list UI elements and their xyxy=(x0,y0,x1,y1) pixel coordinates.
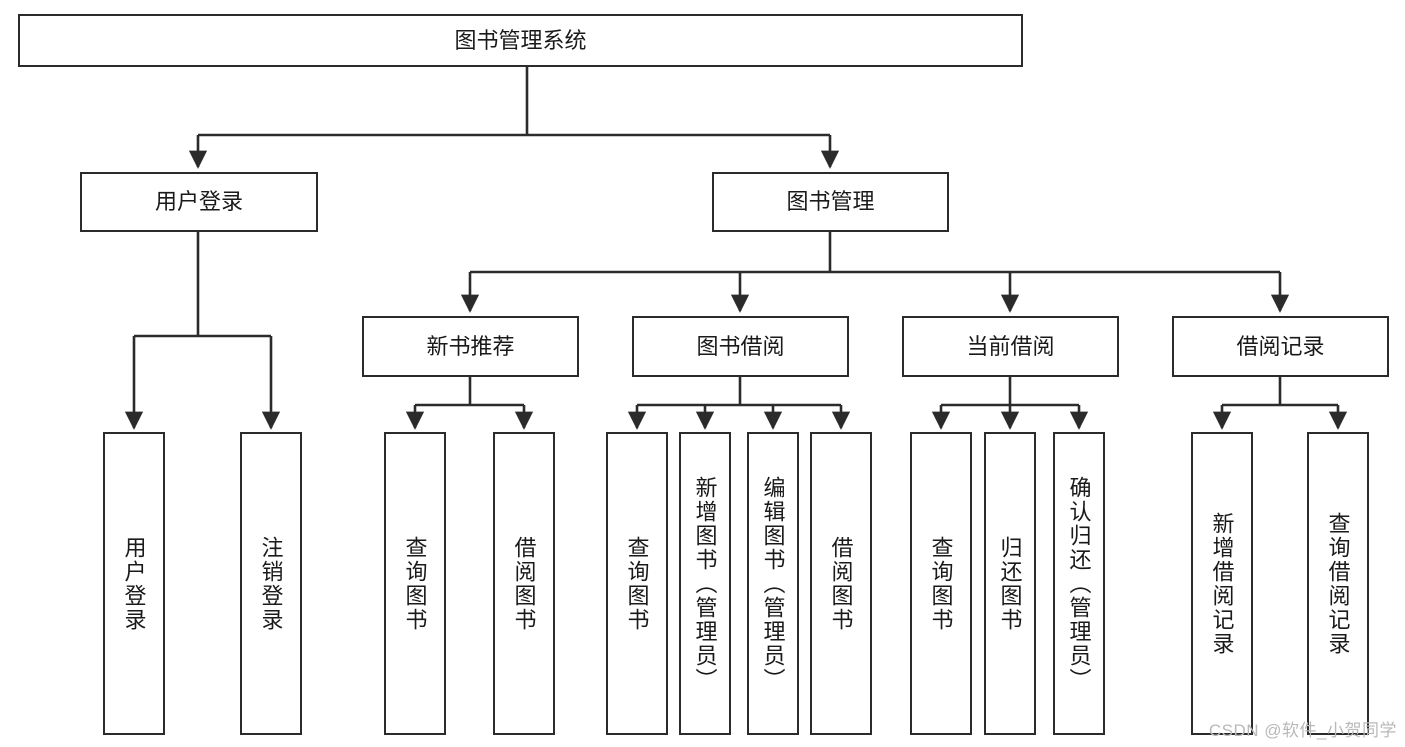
node-current-borrow-label: 当前借阅 xyxy=(966,333,1055,359)
node-leaf-query-book-1-label: 查询图书 xyxy=(402,535,428,632)
node-user-login[interactable]: 用户登录 xyxy=(80,172,318,232)
node-leaf-confirm-return-label: 确认归还（管理员） xyxy=(1066,475,1092,692)
node-leaf-logout-label: 注销登录 xyxy=(258,535,284,632)
node-book-borrow-label: 图书借阅 xyxy=(696,333,785,359)
node-leaf-query-book-2-label: 查询图书 xyxy=(624,535,650,632)
node-leaf-edit-book-label: 编辑图书（管理员） xyxy=(760,475,786,692)
node-book-manage[interactable]: 图书管理 xyxy=(712,172,949,232)
node-leaf-query-record[interactable]: 查询借阅记录 xyxy=(1307,432,1369,735)
node-leaf-query-book-3-label: 查询图书 xyxy=(928,535,954,632)
node-borrow-record[interactable]: 借阅记录 xyxy=(1172,316,1389,377)
node-leaf-edit-book[interactable]: 编辑图书（管理员） xyxy=(747,432,799,735)
node-leaf-borrow-book-1[interactable]: 借阅图书 xyxy=(493,432,555,735)
node-leaf-logout[interactable]: 注销登录 xyxy=(240,432,302,735)
node-leaf-borrow-book-1-label: 借阅图书 xyxy=(511,535,537,632)
node-leaf-user-login[interactable]: 用户登录 xyxy=(103,432,165,735)
node-leaf-return-book-label: 归还图书 xyxy=(997,535,1023,632)
node-leaf-add-record-label: 新增借阅记录 xyxy=(1209,511,1235,656)
node-leaf-borrow-book-2[interactable]: 借阅图书 xyxy=(810,432,872,735)
node-book-manage-label: 图书管理 xyxy=(786,189,875,215)
node-root[interactable]: 图书管理系统 xyxy=(18,14,1023,67)
node-leaf-user-login-label: 用户登录 xyxy=(121,535,147,632)
node-leaf-add-book[interactable]: 新增图书（管理员） xyxy=(679,432,731,735)
node-current-borrow[interactable]: 当前借阅 xyxy=(902,316,1119,377)
node-leaf-confirm-return[interactable]: 确认归还（管理员） xyxy=(1053,432,1105,735)
node-leaf-query-book-1[interactable]: 查询图书 xyxy=(384,432,446,735)
node-leaf-add-record[interactable]: 新增借阅记录 xyxy=(1191,432,1253,735)
watermark: CSDN @软件_小贺同学 xyxy=(1208,721,1397,740)
node-root-label: 图书管理系统 xyxy=(454,27,587,53)
node-leaf-return-book[interactable]: 归还图书 xyxy=(984,432,1036,735)
node-leaf-query-record-label: 查询借阅记录 xyxy=(1325,511,1351,656)
node-leaf-query-book-3[interactable]: 查询图书 xyxy=(910,432,972,735)
node-new-book-rec[interactable]: 新书推荐 xyxy=(362,316,579,377)
node-borrow-record-label: 借阅记录 xyxy=(1236,333,1325,359)
node-leaf-borrow-book-2-label: 借阅图书 xyxy=(828,535,854,632)
node-book-borrow[interactable]: 图书借阅 xyxy=(632,316,849,377)
node-leaf-add-book-label: 新增图书（管理员） xyxy=(692,475,718,692)
node-new-book-rec-label: 新书推荐 xyxy=(426,333,515,359)
node-user-login-label: 用户登录 xyxy=(154,189,243,215)
node-leaf-query-book-2[interactable]: 查询图书 xyxy=(606,432,668,735)
